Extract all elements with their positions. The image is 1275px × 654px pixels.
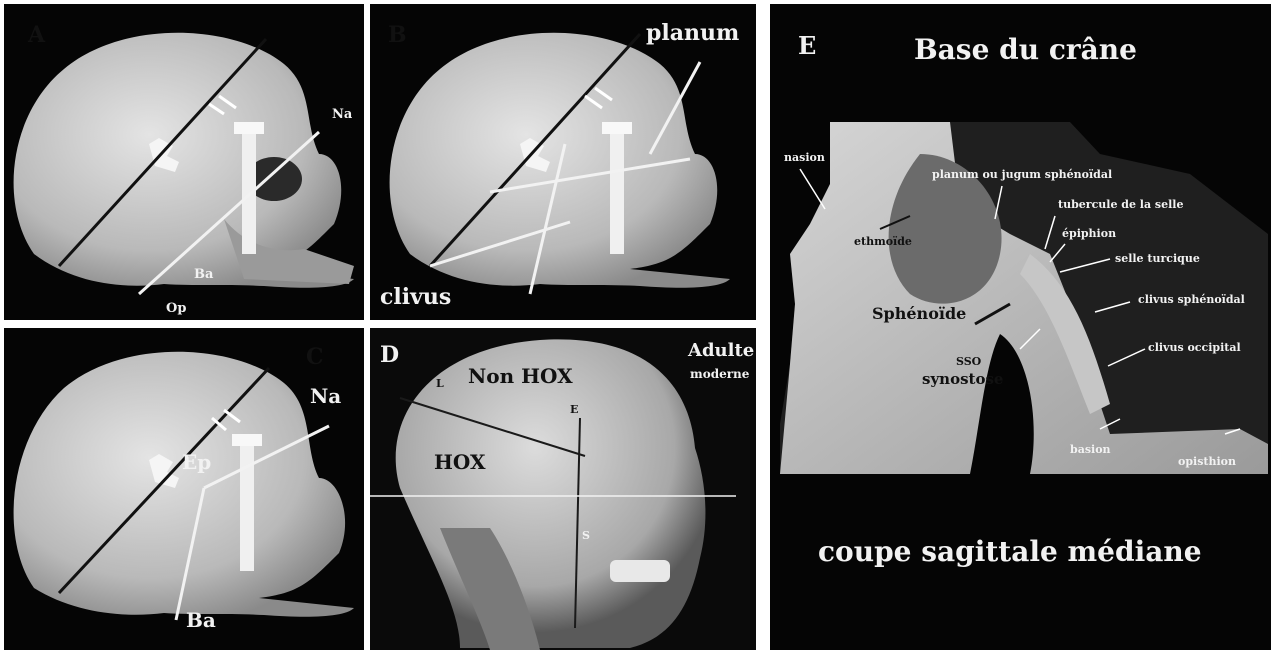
panel-e-subtitle: coupe sagittale médiane <box>818 538 1202 566</box>
non-hox-label: Non HOX <box>468 366 573 386</box>
label-basion: basion <box>1070 444 1111 455</box>
landmark-na: Na <box>332 108 352 121</box>
panel-e-title: Base du crâne <box>914 36 1137 64</box>
panel-d-letter: D <box>380 344 399 366</box>
label-selle: selle turcique <box>1115 253 1200 264</box>
panel-e-letter: E <box>798 34 816 58</box>
planum-label: planum <box>646 22 739 44</box>
point-l: L <box>436 378 444 389</box>
panel-c-letter: C <box>306 346 324 368</box>
landmark-ba: Ba <box>186 610 216 630</box>
label-ethmoide: ethmoïde <box>854 236 912 247</box>
panel-b-skull <box>370 4 756 320</box>
landmark-op: Op <box>166 302 186 315</box>
moderne-label: moderne <box>690 368 749 380</box>
label-nasion: nasion <box>784 152 825 163</box>
panel-d: D Adulte moderne Non HOX HOX L E S <box>370 328 756 650</box>
panel-b: B planum clivus <box>370 4 756 320</box>
hox-label: HOX <box>434 452 485 472</box>
point-s: S <box>582 530 590 541</box>
label-clivus-occ: clivus occipital <box>1148 342 1241 353</box>
panel-c: C Na Ep Ba <box>4 328 364 650</box>
landmark-na: Na <box>310 386 341 406</box>
clivus-label: clivus <box>380 286 451 308</box>
label-sphenoide: Sphénoïde <box>872 306 966 322</box>
landmark-ep: Ep <box>182 452 211 472</box>
panel-a: A Na Ba Op <box>4 4 364 320</box>
label-synostose: synostose <box>922 372 1003 387</box>
label-sso: SSO <box>956 356 981 367</box>
panel-c-skull <box>4 328 364 650</box>
landmark-ba: Ba <box>194 268 213 281</box>
label-planum: planum ou jugum sphénoïdal <box>932 169 1112 180</box>
panel-b-letter: B <box>388 24 407 46</box>
label-clivus-sph: clivus sphénoïdal <box>1138 294 1245 305</box>
point-e: E <box>570 404 578 415</box>
panel-e: E Base du crâne coupe sagittale médiane … <box>770 4 1271 650</box>
adulte-label: Adulte <box>688 342 754 360</box>
label-epiphion: épiphion <box>1062 228 1116 239</box>
label-tubercule: tubercule de la selle <box>1058 199 1183 210</box>
label-opisthion: opisthion <box>1178 456 1236 467</box>
panel-a-letter: A <box>28 24 45 46</box>
panel-a-skull <box>4 4 364 320</box>
